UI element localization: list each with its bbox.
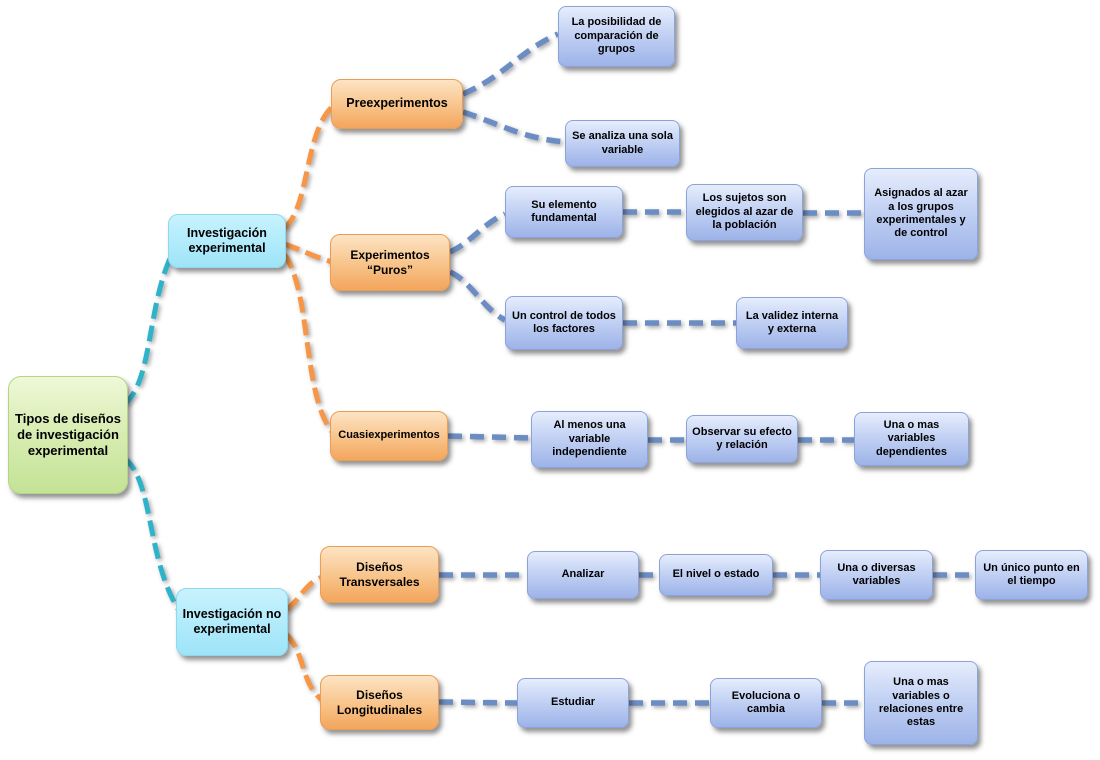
edge-puros-to-elemento: [448, 211, 507, 255]
edge-noexperimental-to-longitudinales: [284, 632, 324, 702]
node-posibilidad-comparacion-grupos: La posibilidad de comparación de grupos: [558, 6, 675, 67]
node-una-o-mas-variables-dependientes: Una o mas variables dependientes: [854, 412, 969, 466]
edge-cuasi-to-almenos: [447, 433, 532, 441]
edge-longitudinales-to-estudiar: [438, 699, 518, 706]
node-preexperimentos: Preexperimentos: [331, 79, 463, 129]
node-al-menos-una-variable-independiente: Al menos una variable independiente: [531, 411, 648, 468]
node-el-nivel-o-estado: El nivel o estado: [659, 554, 773, 596]
node-root-tipos-de-disenos: Tipos de diseños de investigación experi…: [8, 376, 128, 494]
edge-root-to-experimental: [122, 244, 179, 407]
node-un-unico-punto-en-el-tiempo: Un único punto en el tiempo: [975, 550, 1088, 600]
node-experimentos-puros: Experimentos “Puros”: [330, 234, 450, 291]
node-se-analiza-una-sola-variable: Se analiza una sola variable: [565, 120, 680, 167]
edge-preexp-to-comparacion: [461, 31, 560, 97]
edge-root-to-no-experimental: [122, 455, 183, 614]
node-disenos-longitudinales: Diseños Longitudinales: [320, 675, 439, 730]
edge-noexperimental-to-transversales: [284, 574, 324, 612]
edge-preexp-to-sola-variable: [462, 109, 566, 145]
node-investigacion-experimental: Investigación experimental: [168, 214, 286, 268]
node-sujetos-elegidos-al-azar: Los sujetos son elegidos al azar de la p…: [686, 184, 803, 241]
node-analizar: Analizar: [527, 551, 639, 599]
node-asignados-al-azar-grupos: Asignados al azar a los grupos experimen…: [864, 168, 978, 260]
node-variables-o-relaciones-entre-estas: Una o mas variables o relaciones entre e…: [864, 661, 978, 745]
node-observar-su-efecto-y-relacion: Observar su efecto y relación: [686, 415, 798, 463]
edge-experimental-to-cuasi: [281, 252, 335, 435]
node-un-control-de-todos-los-factores: Un control de todos los factores: [505, 296, 623, 350]
node-investigacion-no-experimental: Investigación no experimental: [176, 588, 288, 656]
node-cuasiexperimentos: Cuasiexperimentos: [330, 411, 448, 461]
edge-experimental-to-preexperimentos: [282, 104, 335, 230]
node-una-o-diversas-variables: Una o diversas variables: [820, 550, 933, 600]
node-su-elemento-fundamental: Su elemento fundamental: [505, 186, 623, 238]
node-evoluciona-o-cambia: Evoluciona o cambia: [710, 678, 822, 728]
node-disenos-transversales: Diseños Transversales: [320, 546, 439, 603]
node-estudiar: Estudiar: [517, 678, 629, 728]
edge-experimental-to-puros: [283, 241, 333, 265]
node-la-validez-interna-y-externa: La validez interna y externa: [736, 297, 848, 349]
edge-puros-to-control: [448, 269, 507, 323]
